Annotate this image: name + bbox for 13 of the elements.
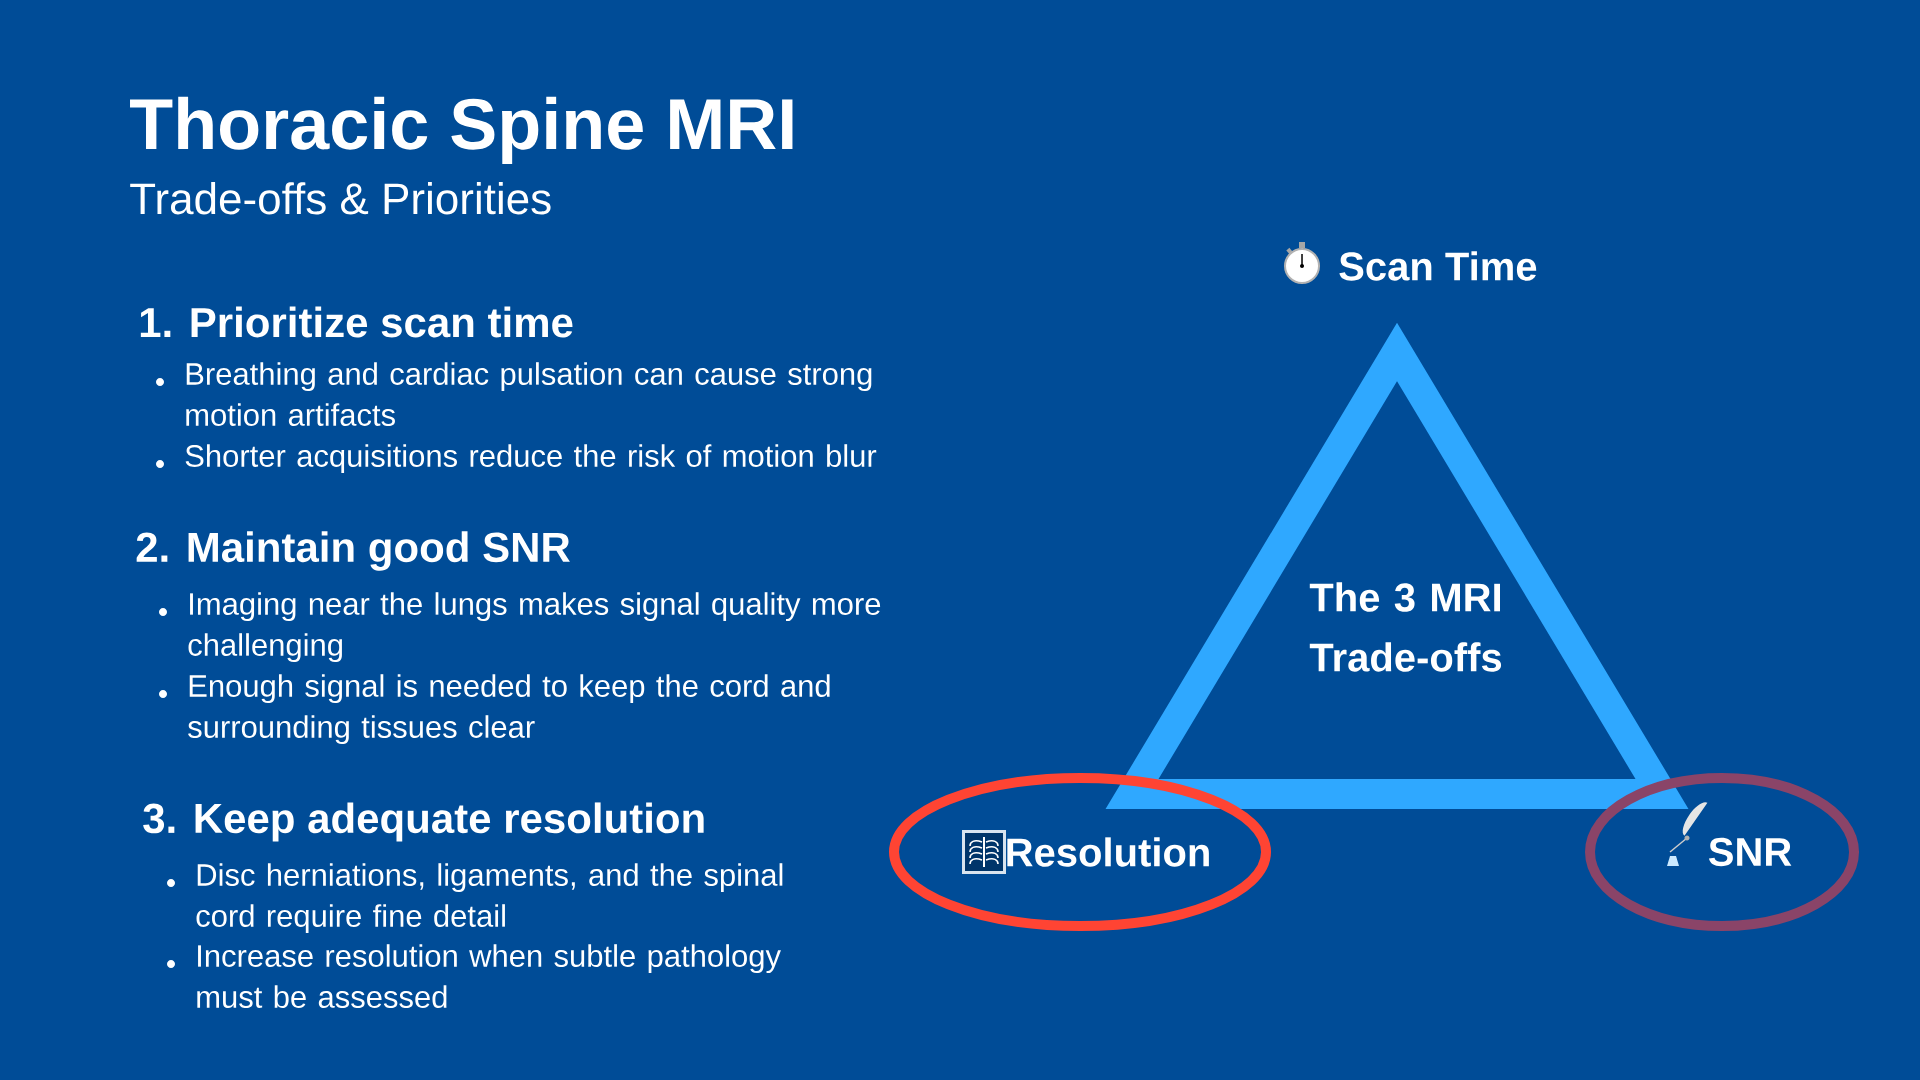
section-heading: 3. Keep adequate resolution <box>143 802 704 842</box>
bullet-text: Shorter acquisitions reduce the risk of motion blur <box>185 444 877 474</box>
bullet-text: Disc herniations, ligaments, and the spinal cord require fine detail <box>196 863 783 934</box>
section-heading: 2. Maintain good SNR <box>136 531 570 571</box>
axis-label: Scan Time <box>1339 251 1537 281</box>
bullet-text: Enough signal is needed to keep the cord and surrounding tissues clear <box>188 674 830 745</box>
subtitle: Trade-offs & Priorities <box>130 182 551 215</box>
section-heading: 1. Prioritize scan time <box>140 306 573 338</box>
node-label: The 3 MRI Trade-offs <box>1309 582 1502 672</box>
title: Thoracic Spine MRI <box>130 96 793 164</box>
bullet-text: Increase resolution when subtle pathology must be assessed <box>197 944 781 1008</box>
bullet-text: Imaging near the lungs makes signal quality more challenging <box>188 592 881 663</box>
bullet-text: Breathing and cardiac pulsation can cause strong motion artifacts <box>186 362 872 426</box>
